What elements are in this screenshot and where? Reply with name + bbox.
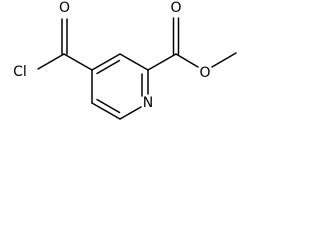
ring-bond-c4-c3 [91,53,121,71]
ring-nitrogen-label: N [143,95,153,111]
acyl-chloride-group: O Cl [13,0,93,80]
bond-ester-c-oxygen [175,53,199,68]
chemical-structure: O Cl O O N [13,0,237,120]
ring-bond-c6-c5 [91,102,121,120]
bond-c4-carbonyl [63,53,93,71]
ring-bond-c4-c3-inner [96,59,121,75]
bond-c2-carbonyl [147,53,177,71]
ring-bond-n-c6 [119,106,142,120]
ester-carbonyl-oxygen-label: O [170,0,181,16]
pyridine-ring [91,53,149,120]
ring-bond-c6-c5-inner [96,98,121,114]
ester-oxygen-label: O [199,65,210,81]
bond-oxygen-methyl [211,52,237,68]
acyl-oxygen-label: O [59,0,70,16]
chlorine-label: Cl [13,64,27,80]
methyl-ester-group: O O [147,0,237,81]
bond-acyl-c-cl [37,53,65,70]
ring-bond-c3-c2 [119,53,149,71]
